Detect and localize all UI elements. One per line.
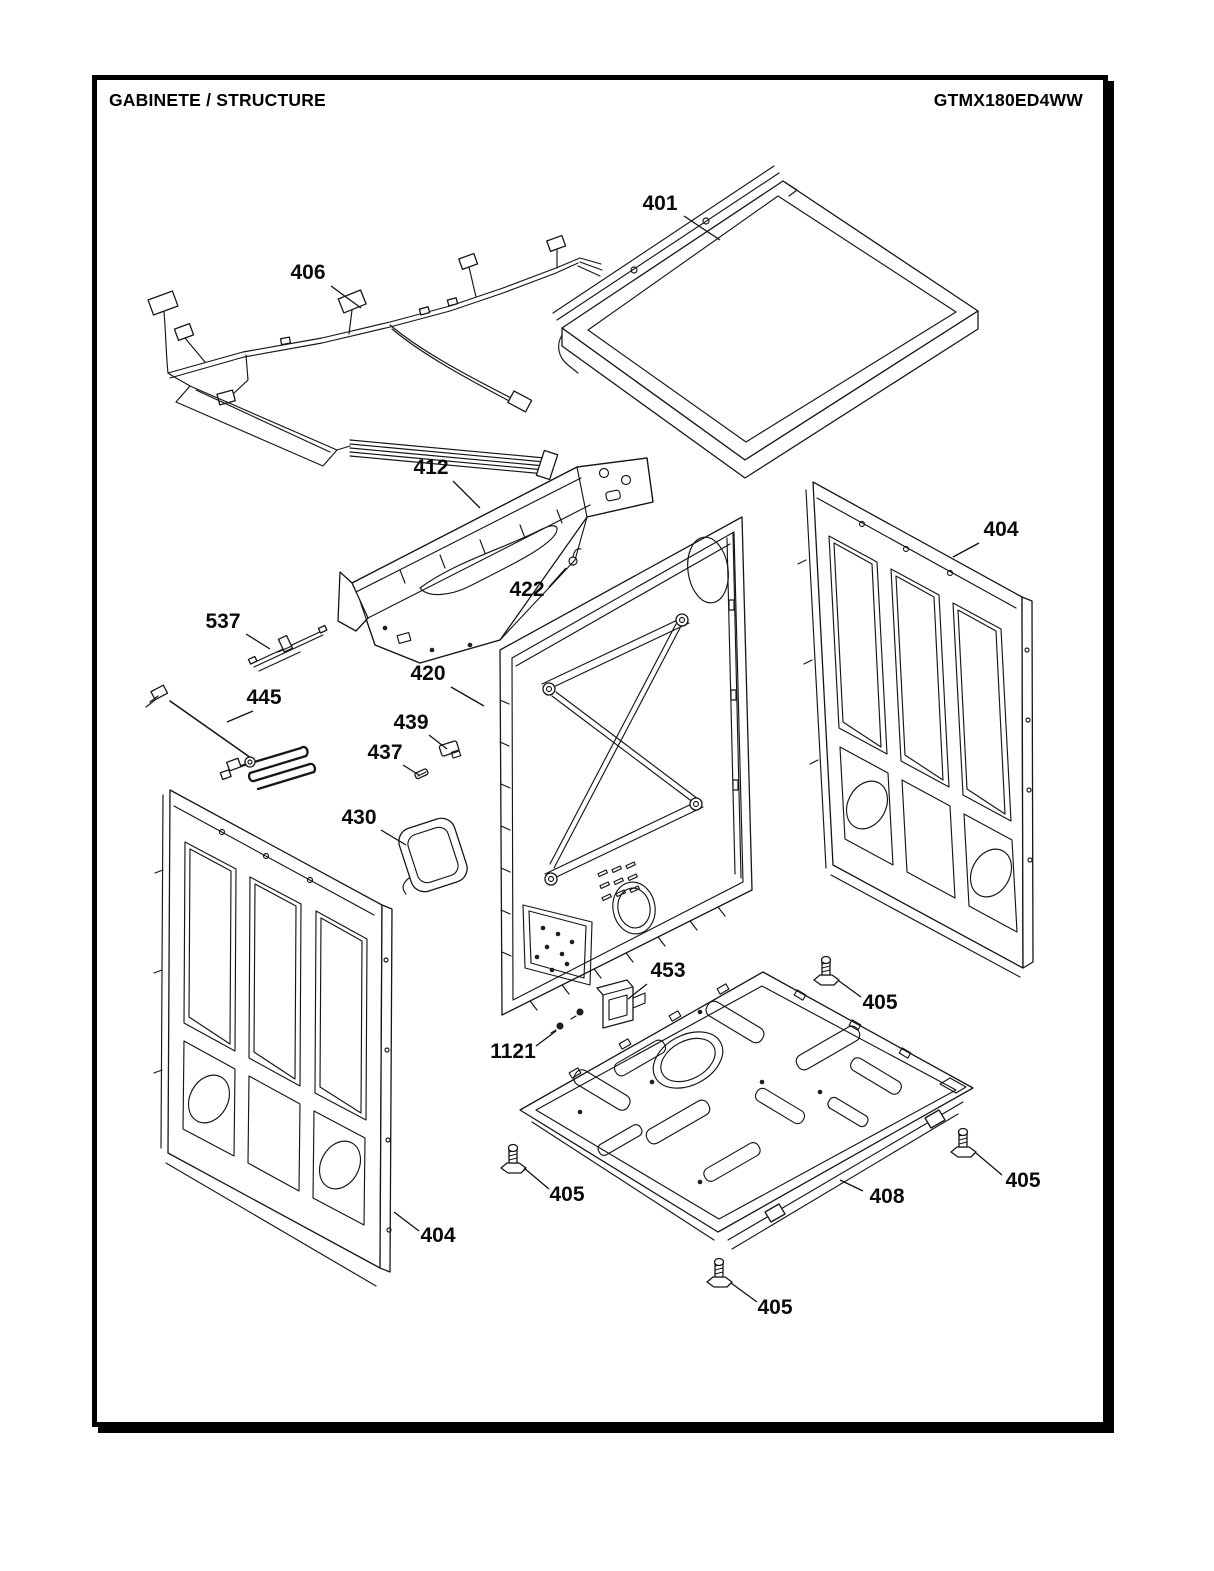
leader-heating-element xyxy=(226,710,254,723)
wire-harness xyxy=(147,234,603,481)
leader-support-rod xyxy=(245,633,271,650)
leader-leveling-leg-rear xyxy=(838,980,862,998)
leader-screw xyxy=(535,1030,557,1047)
part-label-clip: 439 xyxy=(393,711,428,734)
leader-screw xyxy=(402,764,420,776)
leader-top-cross-brace xyxy=(452,480,481,509)
leader-bracket xyxy=(627,983,648,1000)
screw-1121 xyxy=(550,1008,584,1034)
callout-layer: 401 406 412 422 537 445 420 439 437 430 404 404 453 1… xyxy=(205,192,1040,1319)
screw-422 xyxy=(568,548,582,566)
duct-seal xyxy=(398,817,468,895)
part-label-leveling-leg-right: 405 xyxy=(1005,1169,1040,1192)
support-rod xyxy=(247,624,328,672)
leader-base-pan xyxy=(839,1179,864,1192)
part-label-leveling-leg-rear: 405 xyxy=(862,991,897,1014)
part-label-heating-element: 445 xyxy=(246,686,281,709)
bracket-453 xyxy=(596,979,646,1029)
part-label-bracket: 453 xyxy=(650,959,685,982)
leader-clip xyxy=(428,734,448,750)
part-label-base-pan: 408 xyxy=(869,1185,904,1208)
leader-wire-harness xyxy=(330,285,362,309)
part-label-leveling-leg-front: 405 xyxy=(757,1296,792,1319)
leader-side-panel-left xyxy=(393,1211,420,1232)
leveling-leg-front xyxy=(706,1257,733,1288)
leader-leveling-leg-front xyxy=(730,1282,758,1303)
leader-screw xyxy=(548,567,567,588)
leveling-leg-right xyxy=(950,1127,977,1158)
part-label-screw: 1121 xyxy=(490,1040,536,1063)
leader-front-panel xyxy=(450,686,485,707)
leader-side-panel-right xyxy=(952,542,980,558)
part-label-top-panel: 401 xyxy=(642,192,677,215)
part-label-side-panel-right: 404 xyxy=(983,518,1018,541)
part-label-support-rod: 537 xyxy=(205,610,240,633)
top-cross-brace xyxy=(337,457,654,664)
leveling-leg-left xyxy=(500,1143,527,1174)
clip-439 xyxy=(438,740,462,759)
diagram-title: GABINETE / STRUCTURE xyxy=(109,90,326,110)
part-label-front-panel: 420 xyxy=(410,662,445,685)
part-label-leveling-leg-left: 405 xyxy=(549,1183,584,1206)
part-label-duct-seal: 430 xyxy=(341,806,376,829)
part-label-wire-harness: 406 xyxy=(290,261,325,284)
part-label-top-cross-brace: 412 xyxy=(413,456,448,479)
leader-duct-seal xyxy=(380,829,407,846)
part-label-side-panel-left: 404 xyxy=(420,1224,455,1247)
top-panel xyxy=(552,165,979,479)
side-panel-right xyxy=(797,481,1034,978)
heating-element xyxy=(145,684,317,791)
front-panel xyxy=(499,516,753,1016)
leader-leveling-leg-right xyxy=(975,1152,1003,1176)
part-label-screw: 422 xyxy=(509,578,544,601)
leader-leveling-leg-left xyxy=(523,1167,550,1190)
model-number: GTMX180ED4WW xyxy=(933,90,1083,110)
screw-437 xyxy=(414,768,429,780)
part-label-screw: 437 xyxy=(367,741,402,764)
leveling-leg-rear xyxy=(813,955,840,986)
base-pan xyxy=(519,971,974,1250)
leader-top-panel xyxy=(683,215,721,241)
side-panel-left xyxy=(153,789,393,1287)
